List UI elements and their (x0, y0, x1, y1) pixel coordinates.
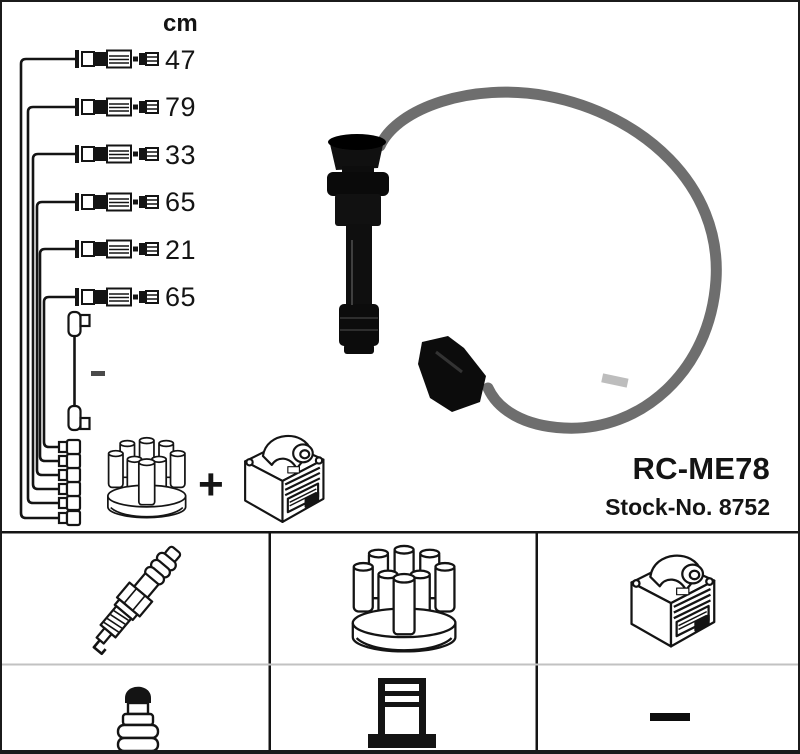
part-number: RC-ME78 (632, 451, 770, 486)
unit-label: cm (163, 10, 198, 37)
distributor-boot (418, 336, 486, 412)
cable-length: 65 (165, 187, 197, 217)
cable-length: 21 (165, 235, 197, 265)
stock-number-line: Stock-No. 8752 (605, 494, 770, 521)
terminal-nipple-icon (116, 685, 160, 750)
stock-label: Stock-No. (605, 494, 713, 521)
cable-length: 47 (165, 45, 197, 75)
plug-terminal-icon (368, 678, 436, 748)
cable-length: 65 (165, 282, 197, 312)
cable-schematic (19, 57, 75, 520)
distributor-cap-icon (107, 436, 187, 519)
minus-icon (91, 371, 105, 376)
stock-number: 8752 (718, 494, 770, 521)
spark-plug-icon (81, 539, 189, 659)
cable-connector-icon (74, 49, 159, 307)
minus-icon (650, 713, 690, 721)
ignition-coil-icon (244, 434, 325, 523)
cable-length: 33 (165, 140, 197, 170)
plus-sign: + (198, 460, 224, 509)
cable-loop (374, 86, 722, 434)
cable-length: 79 (165, 92, 197, 122)
ignition-lead-photo (327, 86, 722, 434)
part-number-block: RC-ME78 Stock-No. 8752 (605, 451, 770, 521)
distributor-plug-icons (57, 438, 82, 527)
ignition-coil-icon (630, 554, 716, 648)
coil-lead-schematic (67, 310, 105, 432)
distributor-cap-icon (351, 544, 457, 653)
coil-boot (327, 134, 389, 354)
grid-lines (2, 531, 798, 750)
